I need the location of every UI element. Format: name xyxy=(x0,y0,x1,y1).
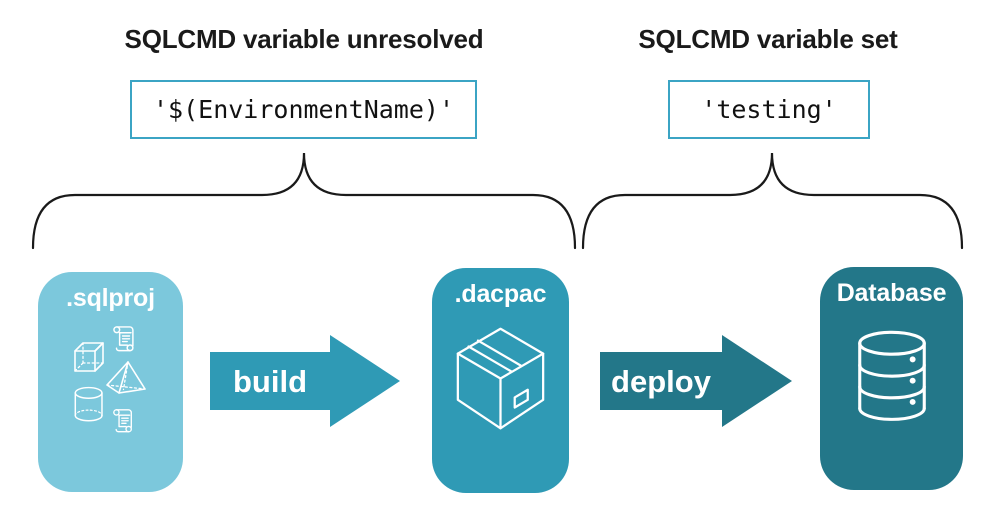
left-brace xyxy=(31,152,577,250)
stage-database-label: Database xyxy=(836,279,947,307)
build-arrow-label: build xyxy=(232,363,308,399)
right-brace xyxy=(581,152,964,250)
sql-objects-icon xyxy=(74,326,146,433)
database-icon xyxy=(858,330,926,421)
deploy-arrow-label: deploy xyxy=(611,363,711,399)
stage-sqlproj-label: .sqlproj xyxy=(66,284,155,312)
sqlcmd-variable-set-text: 'testing' xyxy=(701,95,837,124)
code-box-set: 'testing' xyxy=(668,80,870,139)
stage-dacpac-label: .dacpac xyxy=(454,280,547,308)
package-box-icon xyxy=(456,327,545,430)
build-arrow xyxy=(210,335,400,427)
code-box-unresolved: '$(EnvironmentName)' xyxy=(130,80,477,139)
heading-sqlcmd-unresolved: SQLCMD variable unresolved xyxy=(124,24,484,54)
build-arrow-shape xyxy=(210,335,400,427)
deploy-arrow-shape xyxy=(600,335,792,427)
stage-database: Database xyxy=(820,267,963,490)
stage-dacpac: .dacpac xyxy=(432,268,569,493)
stage-sqlproj: .sqlproj xyxy=(38,272,183,492)
deploy-arrow xyxy=(600,335,792,427)
sqlcmd-variable-placeholder-text: '$(EnvironmentName)' xyxy=(152,95,455,124)
heading-sqlcmd-set: SQLCMD variable set xyxy=(638,24,898,54)
brace-group xyxy=(31,152,964,250)
